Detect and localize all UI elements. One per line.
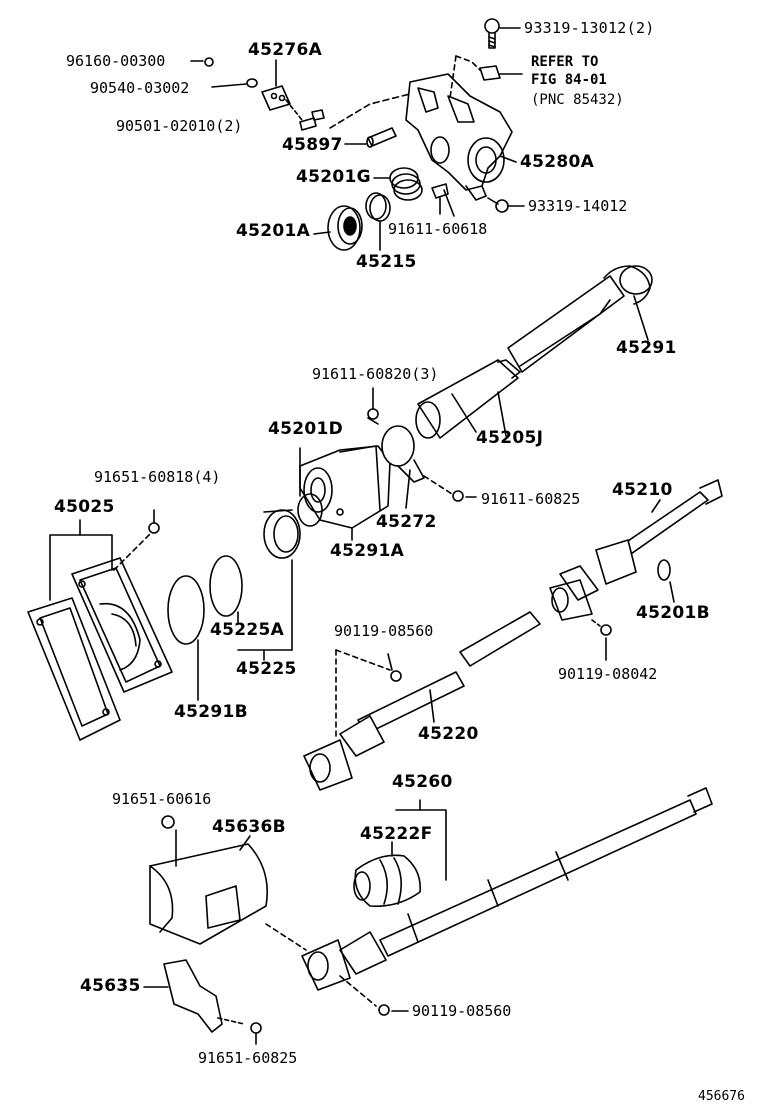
pin-45897	[344, 127, 397, 148]
bolt-91611-60618	[431, 183, 455, 217]
label-45222F: 45222F	[360, 824, 433, 844]
label-45272: 45272	[376, 512, 437, 532]
label-45201G: 45201G	[296, 167, 371, 187]
label-91611-60820: 91611-60820(3)	[312, 365, 439, 383]
shaft-45220	[303, 611, 541, 791]
label-91651-60825: 91651-60825	[198, 1049, 298, 1067]
boot-45222F	[353, 841, 421, 908]
spring-45201G	[373, 167, 423, 201]
bolt-91611-60820	[367, 387, 379, 425]
tube-45205J	[415, 359, 521, 439]
label-45210: 45210	[612, 480, 673, 500]
label-91611-60825: 91611-60825	[481, 490, 581, 508]
label-45635: 45635	[80, 976, 141, 996]
label-45201A: 45201A	[236, 221, 311, 241]
label-45201B: 45201B	[636, 603, 710, 623]
label-45260: 45260	[392, 772, 453, 792]
bearing-45201A	[313, 205, 363, 251]
label-90119-08042: 90119-08042	[558, 665, 658, 683]
label-90540-03002: 90540-03002	[90, 79, 190, 97]
label-90119-08560-upper: 90119-08560	[334, 622, 434, 640]
label-45280A: 45280A	[520, 152, 595, 172]
boot-45025	[27, 509, 173, 741]
label-91611-60618: 91611-60618	[388, 220, 488, 238]
part-45276A-block	[261, 59, 291, 111]
label-45225: 45225	[236, 659, 297, 679]
screws-90501-02010	[285, 93, 411, 131]
cover-45291	[507, 265, 653, 373]
label-45215: 45215	[356, 252, 417, 272]
label-45897: 45897	[282, 135, 343, 155]
fig-reference: FIG 84-01	[531, 72, 607, 88]
label-45636B: 45636B	[212, 817, 286, 837]
clamp-45272	[381, 425, 477, 509]
label-93319-14012: 93319-14012	[528, 197, 628, 215]
label-91651-60818: 91651-60818(4)	[94, 468, 221, 486]
washer-45201D	[297, 447, 323, 527]
refer-to-note: REFER TO	[531, 54, 599, 70]
label-45291A: 45291A	[330, 541, 405, 561]
label-45025: 45025	[54, 497, 115, 517]
bolt-93319-13012	[484, 18, 521, 49]
bracket-45635	[143, 959, 262, 1045]
label-45205J: 45205J	[476, 428, 544, 448]
label-45201D: 45201D	[268, 419, 344, 439]
label-45276A: 45276A	[248, 40, 323, 60]
label-96160-00300: 96160-00300	[66, 52, 166, 70]
cover-45636B	[149, 815, 307, 951]
pnc-reference: (PNC 85432)	[531, 92, 624, 108]
ring-45215	[365, 192, 391, 251]
label-45220: 45220	[418, 724, 479, 744]
column-bracket-45280A	[405, 73, 517, 201]
label-45225A: 45225A	[210, 620, 285, 640]
label-45291B: 45291B	[174, 702, 248, 722]
label-45291: 45291	[616, 338, 677, 358]
shaft-45260	[301, 787, 713, 1016]
label-90119-08560-lower: 90119-08560	[412, 1002, 512, 1020]
bolt-93319-14012	[487, 197, 525, 213]
small-parts-upper-left	[190, 57, 258, 88]
seal-45225	[167, 509, 301, 701]
label-91651-60616: 91651-60616	[112, 790, 212, 808]
figure-number: 456676	[698, 1089, 745, 1104]
shaft-45210	[549, 479, 723, 661]
refer-block	[449, 55, 523, 99]
label-93319-13012: 93319-13012(2)	[524, 19, 655, 37]
label-90501-02010: 90501-02010(2)	[116, 117, 243, 135]
